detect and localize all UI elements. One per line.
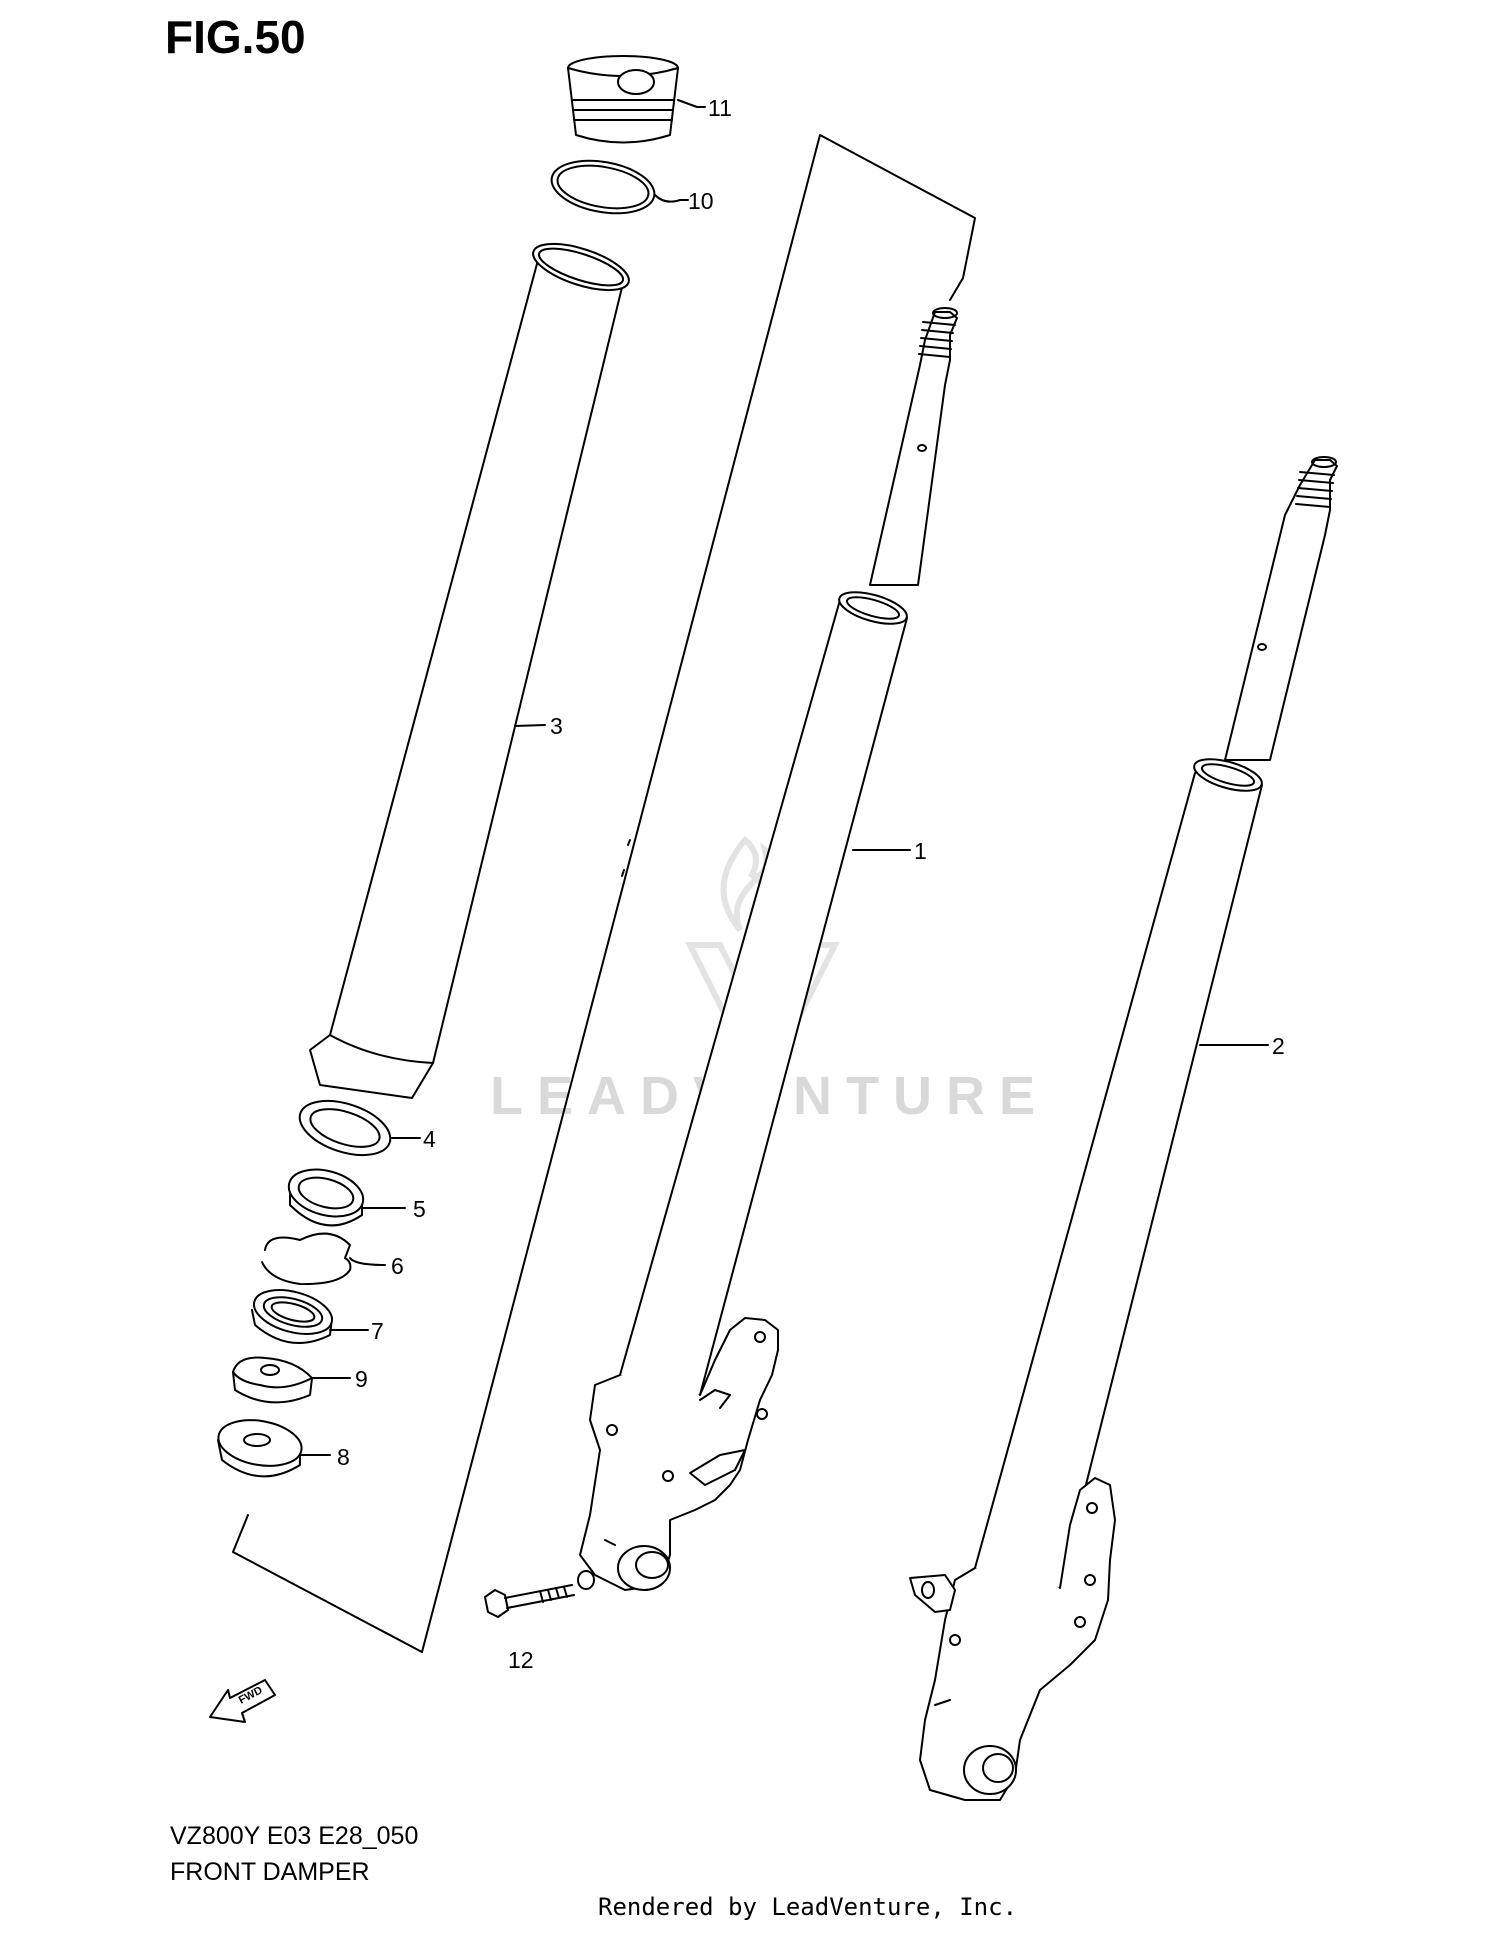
part-8-washer (217, 1419, 303, 1478)
callout-6: 6 (391, 1253, 404, 1279)
part-1-front-damper (579, 307, 958, 1591)
callout-9: 9 (355, 1366, 368, 1392)
callout-4: 4 (423, 1126, 436, 1152)
fwd-arrow-icon: FWD (209, 1679, 276, 1723)
part-2-front-damper (909, 456, 1338, 1801)
figure-title: FIG.50 (165, 11, 306, 63)
callout-12: 12 (508, 1647, 534, 1673)
callout-3: 3 (550, 713, 563, 739)
assembly-bracket (232, 134, 976, 1653)
part-10-o-ring (550, 159, 656, 215)
part-6-stopper-ring (261, 1232, 352, 1286)
model-code: VZ800Y E03 E28_050 (170, 1822, 419, 1850)
callout-11: 11 (708, 95, 732, 121)
render-credit: Rendered by LeadVenture, Inc. (598, 1893, 1018, 1921)
callout-2: 2 (1272, 1033, 1285, 1059)
callout-leaders (299, 99, 1269, 1456)
part-11-cap-bolt (567, 55, 679, 144)
callout-8: 8 (337, 1444, 350, 1470)
callout-labels: 11 10 3 1 2 4 5 6 7 9 8 12 (337, 95, 1285, 1673)
part-12-bolt (484, 1570, 595, 1618)
part-5-oil-seal (287, 1168, 365, 1227)
part-7-dust-seal (251, 1289, 333, 1344)
part-9-spacer (232, 1356, 313, 1404)
callout-10: 10 (688, 188, 714, 214)
diagram-name: FRONT DAMPER (170, 1858, 370, 1886)
callout-5: 5 (413, 1196, 426, 1222)
part-4-washer (298, 1099, 392, 1157)
part-3-outer-tube (309, 242, 630, 1099)
callout-1: 1 (914, 838, 927, 864)
callout-7: 7 (371, 1318, 384, 1344)
